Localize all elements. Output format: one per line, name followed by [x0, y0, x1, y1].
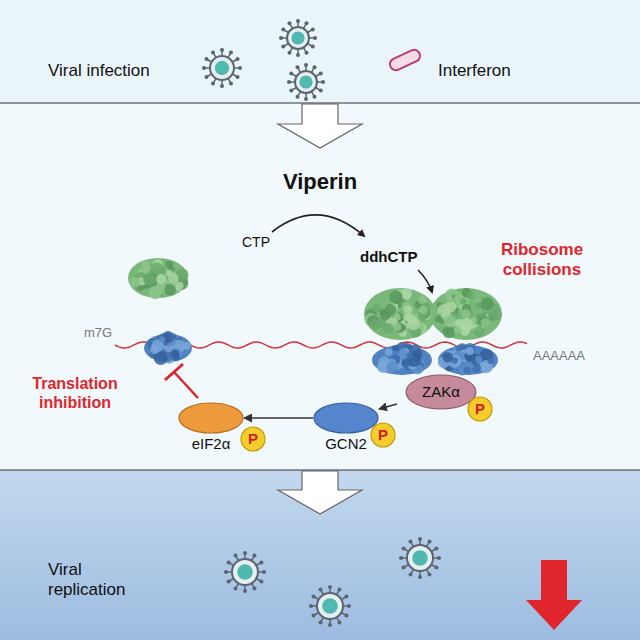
node-text: P — [370, 427, 396, 444]
virus-icon — [399, 537, 441, 579]
text-label: Ribosome collisions — [486, 240, 598, 281]
node-text: P — [467, 401, 493, 418]
ribosome-subunit — [144, 331, 192, 365]
node-text: eIF2α — [178, 436, 244, 453]
phosphate-circle: P — [240, 426, 266, 452]
virus-icon — [309, 585, 351, 627]
top-band — [0, 0, 640, 103]
node-outline — [313, 402, 379, 434]
virus-group — [202, 19, 441, 627]
pathway-arrow — [379, 404, 397, 409]
flow-arrow — [278, 104, 362, 148]
ribosome-subunit — [372, 342, 432, 375]
ribosome-subunit — [128, 258, 189, 299]
bottom-band — [0, 470, 640, 640]
text-label: CTP — [242, 234, 282, 251]
virus-icon — [279, 19, 317, 57]
text-label: Viral replication — [48, 560, 148, 601]
ribosome-subunit — [364, 288, 436, 340]
ribosome-group — [144, 331, 498, 375]
text-label: ddhCTP — [360, 248, 430, 266]
pointer-arrow — [418, 270, 432, 292]
text-label: Translation inhibition — [16, 374, 134, 412]
flow-arrow — [278, 471, 362, 514]
ribosome-group — [128, 258, 502, 340]
inhibition-symbol — [165, 364, 198, 398]
text-label: m7G — [84, 325, 124, 341]
text-label: Viperin — [260, 169, 380, 195]
kinase-ellipse: GCN2 — [313, 402, 379, 434]
conversion-arrow — [272, 215, 364, 236]
divider-line — [0, 103, 640, 104]
virus-icon — [287, 63, 325, 101]
text-label: Interferon — [438, 61, 558, 81]
text-label: Viral infection — [48, 61, 198, 81]
ribosome-subunit — [438, 343, 498, 375]
factor-ellipse: eIF2α — [178, 402, 244, 434]
node-text: GCN2 — [313, 436, 379, 453]
node-outline — [178, 402, 244, 434]
text-label: AAAAAA — [533, 348, 603, 364]
phosphate-circle: P — [467, 396, 493, 422]
interferon-pill — [388, 48, 422, 72]
node-text: ZAKα — [397, 384, 485, 401]
middle-band — [0, 103, 640, 470]
pathway-arrow — [244, 417, 313, 419]
divider-line — [0, 470, 640, 471]
node-text: P — [240, 431, 266, 448]
decrease-arrow — [526, 560, 582, 630]
virus-icon — [202, 48, 242, 88]
ribosome-subunit — [430, 288, 502, 340]
virus-icon — [224, 551, 266, 593]
phosphate-circle: P — [370, 422, 396, 448]
